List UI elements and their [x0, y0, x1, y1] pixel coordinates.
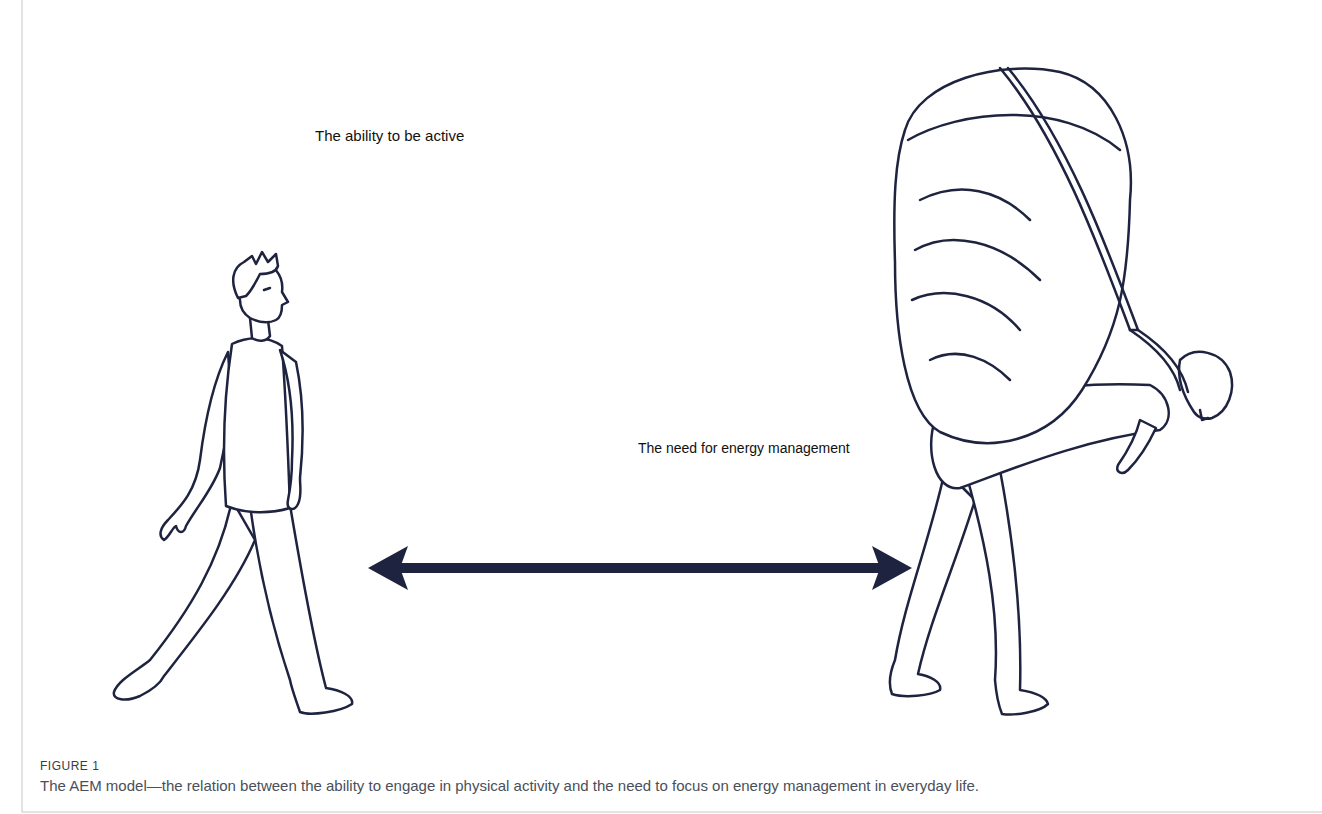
- triangle-outline: [215, 47, 1025, 473]
- triangle-outline: [215, 47, 1025, 473]
- triangle-region: The ability to be active: [215, 47, 1025, 473]
- triangle-path: [215, 47, 1025, 473]
- figure-frame: [22, 0, 1322, 812]
- region-label: The ability to be active: [315, 127, 464, 144]
- triangle-region: The need for energy management: [215, 47, 1025, 473]
- burdened-person: [890, 68, 1232, 715]
- figure-caption: The AEM model—the relation between the a…: [40, 777, 979, 794]
- triangle-path: [215, 47, 1025, 473]
- double-arrow: [368, 546, 912, 590]
- walking-person: [114, 252, 352, 714]
- figure-number: FIGURE 1: [40, 759, 99, 773]
- region-label: The need for energy management: [638, 440, 850, 456]
